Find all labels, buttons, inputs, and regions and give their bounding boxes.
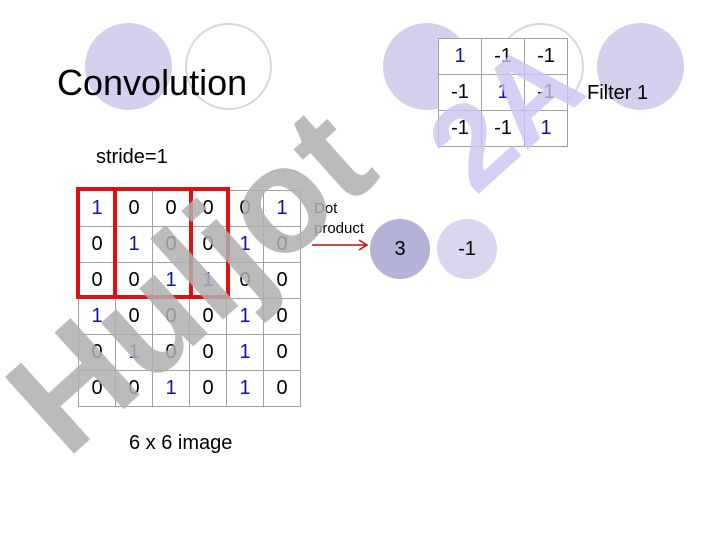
watermark: Huljot xyxy=(0,75,404,485)
dot-product-label-line: Dot xyxy=(314,200,338,217)
image-matrix-cell: 0 xyxy=(189,226,227,263)
image-matrix-cell: 0 xyxy=(263,226,301,263)
image-matrix-cell: 0 xyxy=(78,370,116,407)
filter-matrix-cell: -1 xyxy=(438,110,482,147)
image-matrix-cell: 0 xyxy=(263,370,301,407)
decorative-circle xyxy=(85,23,172,110)
filter-matrix-cell: -1 xyxy=(524,38,568,75)
image-caption: 6 x 6 image xyxy=(129,432,233,454)
arrow-icon xyxy=(312,239,369,251)
result-value: 3 xyxy=(394,237,406,260)
result-value: -1 xyxy=(458,237,476,260)
image-matrix-cell: 1 xyxy=(263,190,301,227)
image-matrix-cell: 0 xyxy=(115,370,153,407)
filter-matrix-cell: -1 xyxy=(481,110,525,147)
image-matrix-cell: 1 xyxy=(152,262,190,299)
image-matrix-cell: 0 xyxy=(263,334,301,371)
convolution-window-2 xyxy=(113,187,230,299)
decorative-circle xyxy=(185,23,272,110)
image-matrix-cell: 0 xyxy=(189,298,227,335)
dot-product-label-line: product xyxy=(314,220,365,237)
filter-matrix-cell: -1 xyxy=(438,74,482,111)
filter-matrix-row: 1-1-1 xyxy=(438,38,568,75)
image-matrix-cell: 0 xyxy=(152,298,190,335)
filter-matrix-cell: 1 xyxy=(524,110,568,147)
slide-title: Convolution xyxy=(57,62,248,103)
image-matrix-cell: 0 xyxy=(115,262,153,299)
decorative-circle xyxy=(597,23,684,110)
filter-label: Filter 1 xyxy=(587,82,649,104)
filter-matrix-cell: 1 xyxy=(481,74,525,111)
image-matrix-cell: 1 xyxy=(226,370,264,407)
stride-label: stride=1 xyxy=(96,146,168,168)
image-matrix-cell: 0 xyxy=(226,190,264,227)
filter-matrix-cell: -1 xyxy=(481,38,525,75)
image-matrix-cell: 0 xyxy=(189,370,227,407)
dot-product-label: Dot product xyxy=(314,199,364,239)
image-matrix-cell: 0 xyxy=(263,298,301,335)
result-circle: 3 xyxy=(370,219,430,279)
result-circle: -1 xyxy=(437,219,497,279)
image-matrix-cell: 0 xyxy=(78,334,116,371)
image-matrix-cell: 0 xyxy=(115,298,153,335)
filter-matrix-cell: -1 xyxy=(524,74,568,111)
